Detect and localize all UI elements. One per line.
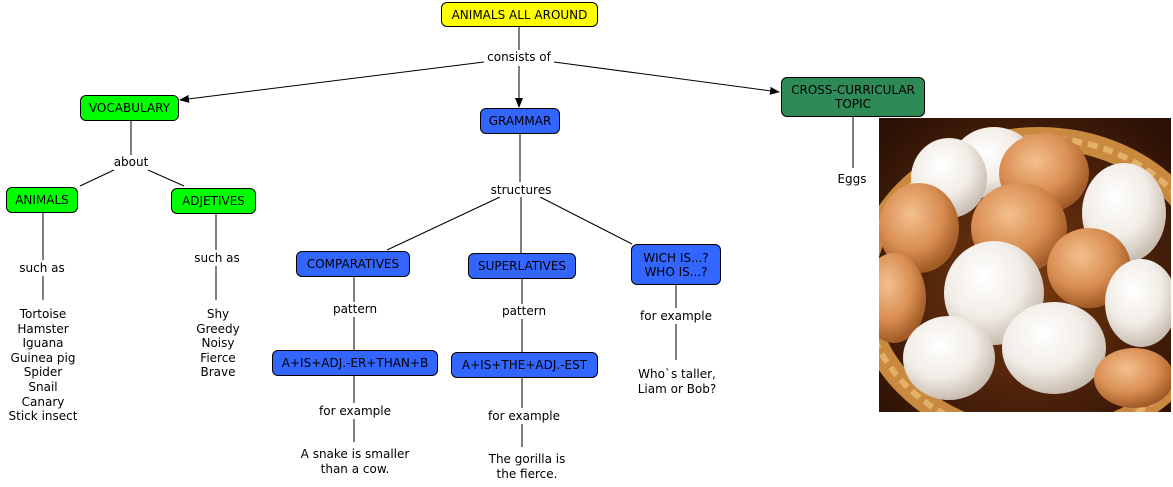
concept-wich-is-who-is[interactable]: WICH IS...? WHO IS...?	[631, 244, 721, 285]
link-structures: structures	[490, 183, 552, 197]
leaf-comparative-example: A snake is smaller than a cow.	[300, 447, 410, 476]
concept-superlatives[interactable]: SUPERLATIVES	[468, 253, 576, 279]
leaf-adjectives-list: Shy Greedy Noisy Fierce Brave	[196, 307, 240, 380]
leaf-eggs: Eggs	[837, 172, 867, 186]
concept-vocabulary[interactable]: VOCABULARY	[80, 95, 179, 121]
concept-grammar[interactable]: GRAMMAR	[480, 108, 560, 134]
concept-adjetives[interactable]: ADJETIVES	[171, 188, 256, 214]
link-such-as-adjectives: such as	[194, 251, 240, 265]
leaf-superlative-example: The gorilla is the fierce.	[488, 452, 566, 481]
leaf-animals-list: Tortoise Hamster Iguana Guinea pig Spide…	[8, 307, 78, 424]
concept-comparative-pattern[interactable]: A+IS+ADJ.-ER+THAN+B	[272, 350, 438, 376]
link-pattern-superlatives: pattern	[501, 304, 547, 318]
concept-comparatives[interactable]: COMPARATIVES	[296, 251, 410, 277]
eggs-basket-image	[879, 118, 1171, 412]
link-for-example-wich: for example	[640, 309, 712, 323]
concept-cross-curricular-topic[interactable]: CROSS-CURRICULAR TOPIC	[781, 77, 925, 117]
link-pattern-comparatives: pattern	[332, 302, 378, 316]
link-consists-of: consists of	[487, 50, 551, 64]
link-for-example-comparatives: for example	[319, 404, 391, 418]
concept-superlative-pattern[interactable]: A+IS+THE+ADJ.-EST	[451, 352, 598, 378]
link-about: about	[113, 155, 149, 169]
link-for-example-superlatives: for example	[488, 409, 560, 423]
concept-animals-all-around[interactable]: ANIMALS ALL AROUND	[441, 2, 598, 27]
concept-animals[interactable]: ANIMALS	[6, 187, 78, 213]
leaf-wich-example: Who`s taller, Liam or Bob?	[637, 367, 717, 396]
link-such-as-animals: such as	[19, 261, 65, 275]
